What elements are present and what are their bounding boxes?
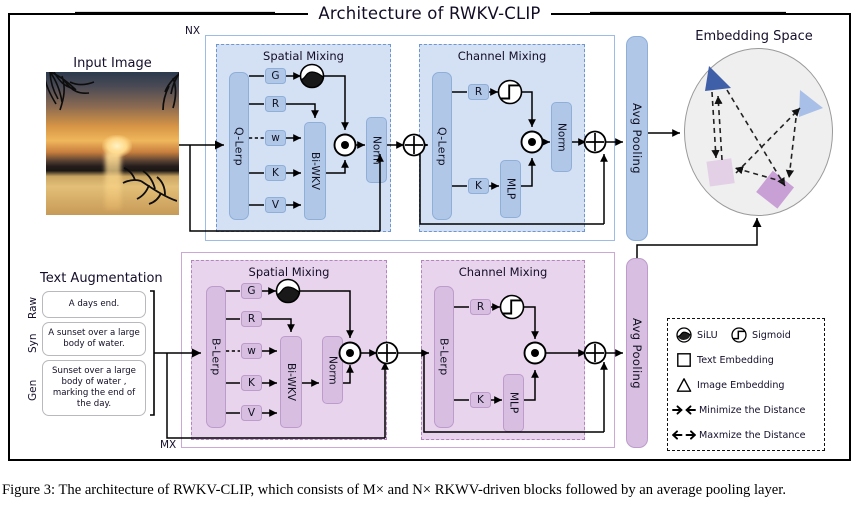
input-image-branch-topright xyxy=(162,72,179,111)
text-spatial-gate-v: V xyxy=(241,405,262,421)
legend-entry-text-embedding: Text Embedding xyxy=(676,352,774,368)
text-aug-tag-gen: Gen xyxy=(27,379,39,401)
input-image-branch-topleft xyxy=(46,72,95,111)
image-avg-pooling: Avg Pooling xyxy=(626,36,648,241)
image-spatial-gate-w: w xyxy=(265,130,286,146)
text-branch-repeat-label: MX xyxy=(160,439,177,451)
input-image-sun xyxy=(101,134,132,157)
text-spatial-lerp: B-Lerp xyxy=(206,286,226,428)
image-spatial-norm: Norm xyxy=(366,117,387,183)
text-channel-lerp: B-Lerp xyxy=(434,286,454,428)
legend-label-silu: SiLU xyxy=(697,329,718,341)
image-spatial-gate-v: V xyxy=(265,197,286,213)
text-avg-pooling: Avg Pooling xyxy=(626,258,648,448)
text-augmentation-title: Text Augmentation xyxy=(40,271,163,286)
image-channel-lerp: Q-Lerp xyxy=(432,72,452,220)
text-channel-gate-r: R xyxy=(470,299,491,315)
image-channel-mlp: MLP xyxy=(500,160,521,218)
diagram-title: Architecture of RWKV-CLIP xyxy=(8,2,851,24)
text-spatial-norm: Norm xyxy=(322,336,343,404)
text-channel-mixing-title: Channel Mixing xyxy=(458,265,548,279)
legend-box xyxy=(667,318,825,451)
legend-entry-maximize: Maxmize the Distance xyxy=(672,428,806,442)
text-spatial-gate-k: K xyxy=(241,375,262,391)
legend-label-text-embedding: Text Embedding xyxy=(697,354,774,366)
image-channel-norm: Norm xyxy=(551,102,572,172)
text-aug-box-syn: A sunset over a large body of water. xyxy=(42,322,146,356)
text-aug-tag-raw: Raw xyxy=(27,296,39,320)
text-channel-mlp: MLP xyxy=(503,374,524,432)
text-spatial-biwkv: Bi-WKV xyxy=(280,336,302,428)
legend-label-image-embedding: Image Embedding xyxy=(697,379,785,391)
embedding-space-circle xyxy=(684,48,833,216)
image-spatial-lerp: Q-Lerp xyxy=(229,72,249,220)
input-image-sun-reflection xyxy=(104,152,121,211)
image-channel-gate-r: R xyxy=(468,84,489,100)
legend-label-minimize: Minimize the Distance xyxy=(699,404,806,416)
input-image xyxy=(46,72,179,215)
text-spatial-gate-w: w xyxy=(241,343,262,359)
text-spatial-mixing-title: Spatial Mixing xyxy=(248,265,330,279)
image-channel-mixing-title: Channel Mixing xyxy=(457,49,547,63)
image-branch-repeat-label: NX xyxy=(185,25,201,37)
legend-entry-sigmoid: Sigmoid xyxy=(731,327,791,343)
legend-entry-silu: SiLU xyxy=(676,327,718,343)
image-spatial-biwkv: Bi-WKV xyxy=(304,122,326,220)
embedding-space-title: Embedding Space xyxy=(695,29,813,44)
maximize-distance-icon xyxy=(672,430,696,440)
image-spatial-gate-g: G xyxy=(265,68,286,84)
square-icon xyxy=(677,353,691,367)
legend-label-sigmoid: Sigmoid xyxy=(752,329,791,341)
legend-label-maximize: Maxmize the Distance xyxy=(699,429,806,441)
legend-entry-image-embedding: Image Embedding xyxy=(676,377,785,393)
minimize-distance-icon xyxy=(672,405,696,415)
figure-caption: Figure 3: The architecture of RWKV-CLIP,… xyxy=(2,482,786,498)
image-channel-gate-k: K xyxy=(468,178,489,194)
text-aug-box-raw: A days end. xyxy=(42,291,146,318)
text-aug-tag-syn: Syn xyxy=(27,333,39,353)
text-spatial-gate-r: R xyxy=(241,311,262,327)
text-spatial-gate-g: G xyxy=(241,283,262,299)
diagram-title-text: Architecture of RWKV-CLIP xyxy=(308,3,551,23)
text-aug-box-gen: Sunset over a large body of water , mark… xyxy=(42,360,146,416)
text-channel-gate-k: K xyxy=(470,392,491,408)
image-spatial-gate-r: R xyxy=(265,96,286,112)
legend-entry-minimize: Minimize the Distance xyxy=(672,403,805,417)
input-image-branch-bottomright xyxy=(122,167,177,205)
silu-icon xyxy=(676,327,692,343)
image-spatial-gate-k: K xyxy=(265,165,286,181)
triangle-icon xyxy=(676,378,692,392)
sigmoid-icon xyxy=(731,327,747,343)
input-image-label: Input Image xyxy=(73,56,152,71)
image-spatial-mixing-title: Spatial Mixing xyxy=(263,49,344,63)
